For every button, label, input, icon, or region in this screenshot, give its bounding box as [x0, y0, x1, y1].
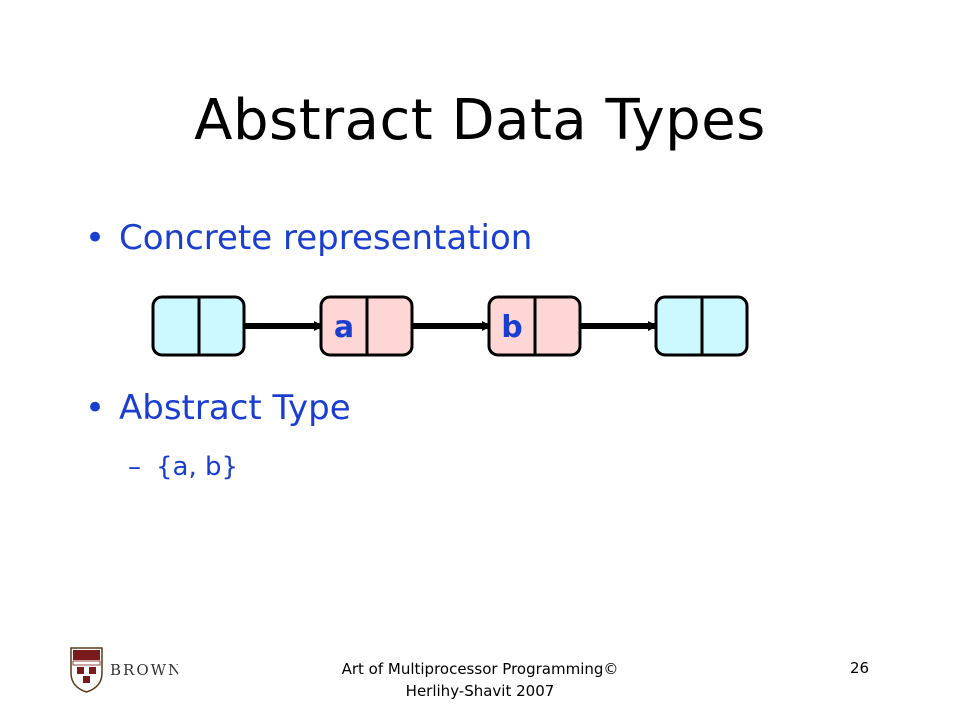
node-label: b [501, 310, 522, 345]
node-label: a [334, 310, 354, 345]
list-node-sentinel-head [151, 295, 246, 357]
list-node-b: b [487, 295, 582, 357]
bullet-concrete-representation: • Concrete representation [85, 218, 532, 258]
list-node-a: a [319, 295, 414, 357]
brown-university-shield-icon [70, 647, 103, 693]
bullet-glyph: • [85, 218, 106, 258]
bullet-glyph: • [85, 388, 106, 428]
footer-credit: Art of Multiprocessor Programming© Herli… [341, 660, 619, 700]
sub-bullet-text: {a, b} [156, 452, 239, 482]
slide-title: Abstract Data Types [194, 88, 766, 153]
sub-bullet-set: –{a, b} [128, 452, 238, 482]
brown-wordmark: BROWN [110, 661, 178, 679]
bullet-abstract-type: • Abstract Type [85, 388, 351, 428]
sub-bullet-glyph: – [128, 452, 141, 482]
list-node-sentinel-tail [654, 295, 749, 357]
bullet-text: Abstract Type [119, 388, 351, 428]
page-number: 26 [850, 659, 870, 677]
brown-logo: BROWN [70, 647, 178, 693]
bullet-text: Concrete representation [119, 218, 533, 258]
